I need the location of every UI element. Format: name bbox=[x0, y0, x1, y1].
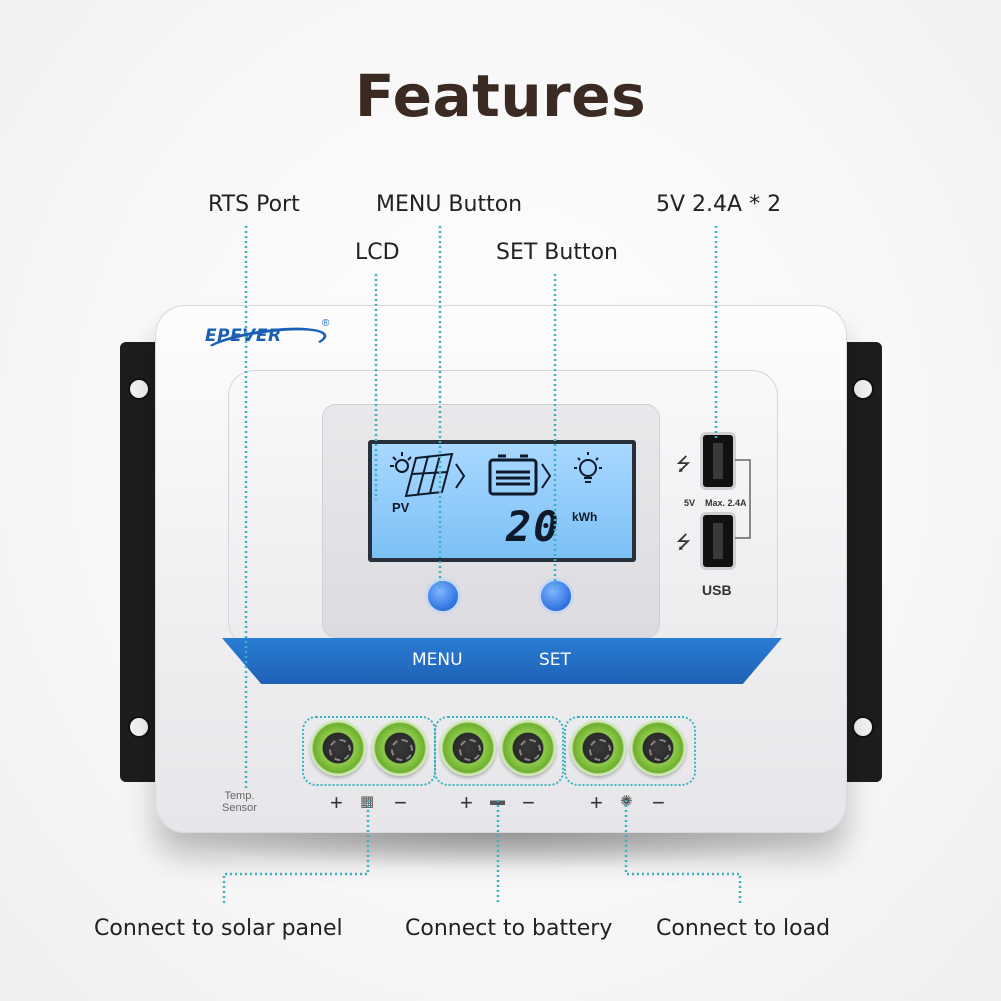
mounting-hole bbox=[852, 378, 874, 400]
solar-plus-sign: + bbox=[330, 790, 343, 815]
brand-logo: EPEVER bbox=[205, 326, 282, 346]
temp-sensor-line-2: Sensor bbox=[222, 802, 257, 814]
chevron-right-icon bbox=[541, 463, 552, 489]
callout-menu-button: MENU Button bbox=[376, 192, 523, 217]
callout-lcd: LCD bbox=[355, 240, 400, 265]
usb-port-2[interactable] bbox=[700, 512, 736, 570]
band-set-label: SET bbox=[539, 650, 571, 670]
load-minus-sign: − bbox=[652, 790, 665, 815]
mounting-hole bbox=[128, 378, 150, 400]
lcd-unit: kWh bbox=[572, 510, 598, 524]
solar-minus-sign: − bbox=[394, 790, 407, 815]
page-title: Features bbox=[354, 62, 647, 130]
usb-icon: ⭍ bbox=[676, 532, 691, 552]
battery-negative-terminal[interactable] bbox=[500, 720, 556, 776]
lcd-display: PV 20 kWh bbox=[368, 440, 636, 562]
battery-minus-sign: − bbox=[522, 790, 535, 815]
usb-voltage-label: 5V bbox=[684, 498, 696, 508]
solar-panel-icon: ▦ bbox=[360, 793, 375, 810]
lcd-pv-label: PV bbox=[392, 500, 410, 515]
temp-sensor-line-1: Temp. bbox=[224, 790, 255, 802]
chevron-right-icon bbox=[455, 463, 466, 489]
battery-positive-terminal[interactable] bbox=[440, 720, 496, 776]
callout-load: Connect to load bbox=[656, 916, 831, 941]
solar-negative-terminal[interactable] bbox=[372, 720, 428, 776]
solar-panel-icon bbox=[404, 452, 454, 498]
band-menu-label: MENU bbox=[412, 650, 463, 670]
callout-solar-panel: Connect to solar panel bbox=[94, 916, 343, 941]
callout-rts-port: RTS Port bbox=[208, 192, 300, 217]
callout-set-button: SET Button bbox=[496, 240, 618, 265]
lcd-value: 20 bbox=[506, 502, 561, 551]
mounting-hole bbox=[128, 716, 150, 738]
callout-battery: Connect to battery bbox=[405, 916, 613, 941]
load-plus-sign: + bbox=[590, 790, 603, 815]
callout-usb-output: 5V 2.4A * 2 bbox=[656, 192, 782, 217]
battery-terminal-group bbox=[434, 716, 564, 786]
bulb-icon: ✺ bbox=[620, 793, 633, 810]
battery-icon bbox=[488, 454, 538, 496]
load-negative-terminal[interactable] bbox=[630, 720, 686, 776]
menu-button[interactable] bbox=[425, 578, 461, 614]
usb-icon: ⭍ bbox=[676, 454, 691, 474]
usb-label: USB bbox=[702, 582, 732, 598]
lcd-icons bbox=[390, 452, 602, 498]
temp-sensor-label: Temp. Sensor bbox=[222, 790, 257, 814]
set-button[interactable] bbox=[538, 578, 574, 614]
usb-port-1[interactable] bbox=[700, 432, 736, 490]
load-terminal-group bbox=[564, 716, 696, 786]
device-shadow bbox=[150, 830, 850, 870]
bulb-icon bbox=[574, 452, 602, 483]
usb-max-label: Max. 2.4A bbox=[705, 498, 747, 508]
mounting-hole bbox=[852, 716, 874, 738]
control-band bbox=[222, 638, 782, 684]
solar-positive-terminal[interactable] bbox=[310, 720, 366, 776]
battery-icon: ▬ bbox=[490, 792, 505, 809]
registered-mark: ® bbox=[322, 318, 330, 329]
load-positive-terminal[interactable] bbox=[570, 720, 626, 776]
battery-plus-sign: + bbox=[460, 790, 473, 815]
sun-icon bbox=[390, 452, 412, 473]
